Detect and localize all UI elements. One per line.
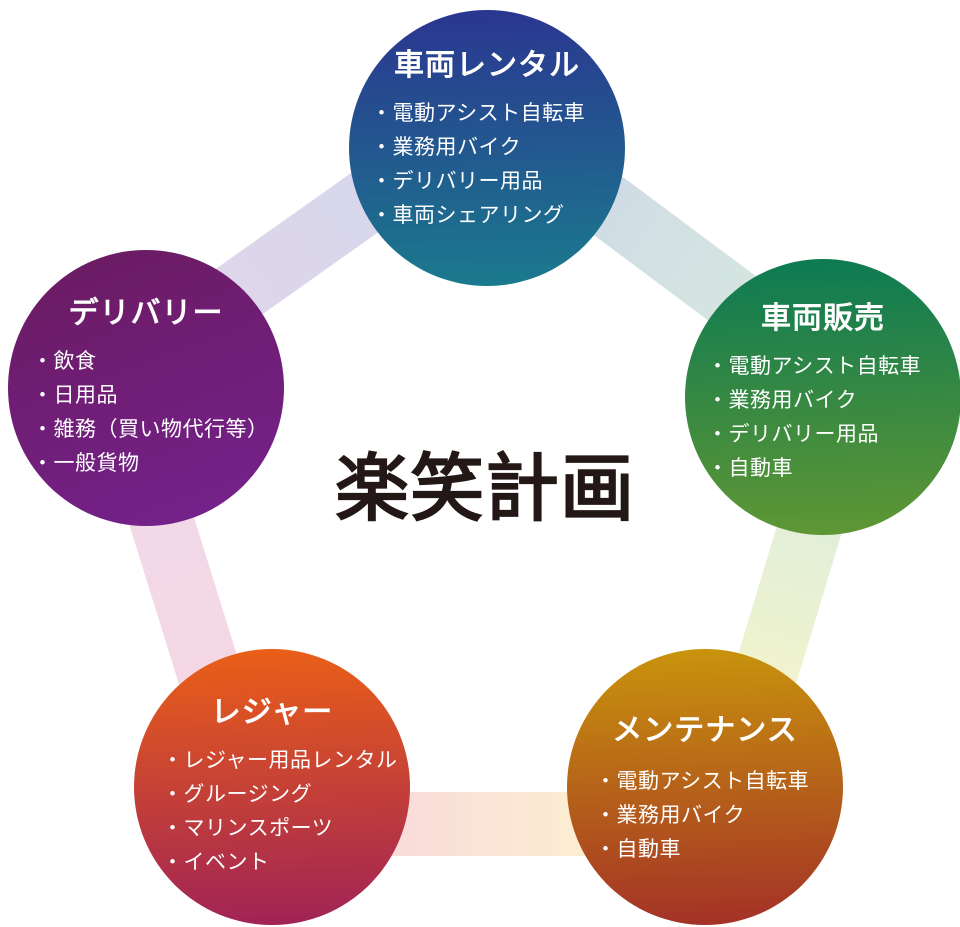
node-item: 業務用バイク	[595, 799, 843, 833]
node-vehicle-rental: 車両レンタル 電動アシスト自転車 業務用バイク デリバリー用品 車両シェアリング	[349, 10, 625, 286]
node-item: 電動アシスト自転車	[707, 350, 960, 384]
node-item: マリンスポーツ	[162, 812, 410, 846]
node-leisure-title: レジャー	[210, 696, 334, 729]
node-item: 自動車	[707, 452, 960, 486]
node-item: 自動車	[595, 833, 843, 867]
node-item: 一般貨物	[32, 447, 284, 481]
node-delivery: デリバリー 飲食 日用品 雑務（買い物代行等） 一般貨物	[8, 250, 284, 526]
node-item: 雑務（買い物代行等）	[32, 413, 284, 447]
node-maintenance-items: 電動アシスト自転車 業務用バイク 自動車	[567, 765, 843, 867]
node-vehicle-sales-items: 電動アシスト自転車 業務用バイク デリバリー用品 自動車	[685, 350, 960, 486]
node-item: レジャー用品レンタル	[162, 744, 410, 778]
node-maintenance-title: メンテナンス	[612, 714, 798, 747]
node-item: 日用品	[32, 379, 284, 413]
node-leisure: レジャー レジャー用品レンタル グルージング マリンスポーツ イベント	[134, 649, 410, 925]
node-leisure-items: レジャー用品レンタル グルージング マリンスポーツ イベント	[134, 744, 410, 880]
node-item: 業務用バイク	[371, 131, 625, 165]
node-item: デリバリー用品	[707, 418, 960, 452]
node-vehicle-rental-items: 電動アシスト自転車 業務用バイク デリバリー用品 車両シェアリング	[349, 97, 625, 233]
node-delivery-title: デリバリー	[68, 297, 224, 330]
node-item: グルージング	[162, 778, 410, 812]
node-vehicle-rental-title: 車両レンタル	[394, 49, 580, 82]
node-item: 電動アシスト自転車	[371, 97, 625, 131]
node-maintenance: メンテナンス 電動アシスト自転車 業務用バイク 自動車	[567, 649, 843, 925]
node-item: 車両シェアリング	[371, 199, 625, 233]
center-title: 楽笑計画	[335, 447, 635, 530]
node-item: デリバリー用品	[371, 165, 625, 199]
node-vehicle-sales: 車両販売 電動アシスト自転車 業務用バイク デリバリー用品 自動車	[685, 259, 960, 535]
node-item: 電動アシスト自転車	[595, 765, 843, 799]
node-item: 業務用バイク	[707, 384, 960, 418]
node-item: イベント	[162, 846, 410, 880]
node-delivery-items: 飲食 日用品 雑務（買い物代行等） 一般貨物	[8, 345, 284, 481]
node-item: 飲食	[32, 345, 284, 379]
node-vehicle-sales-title: 車両販売	[761, 302, 885, 335]
